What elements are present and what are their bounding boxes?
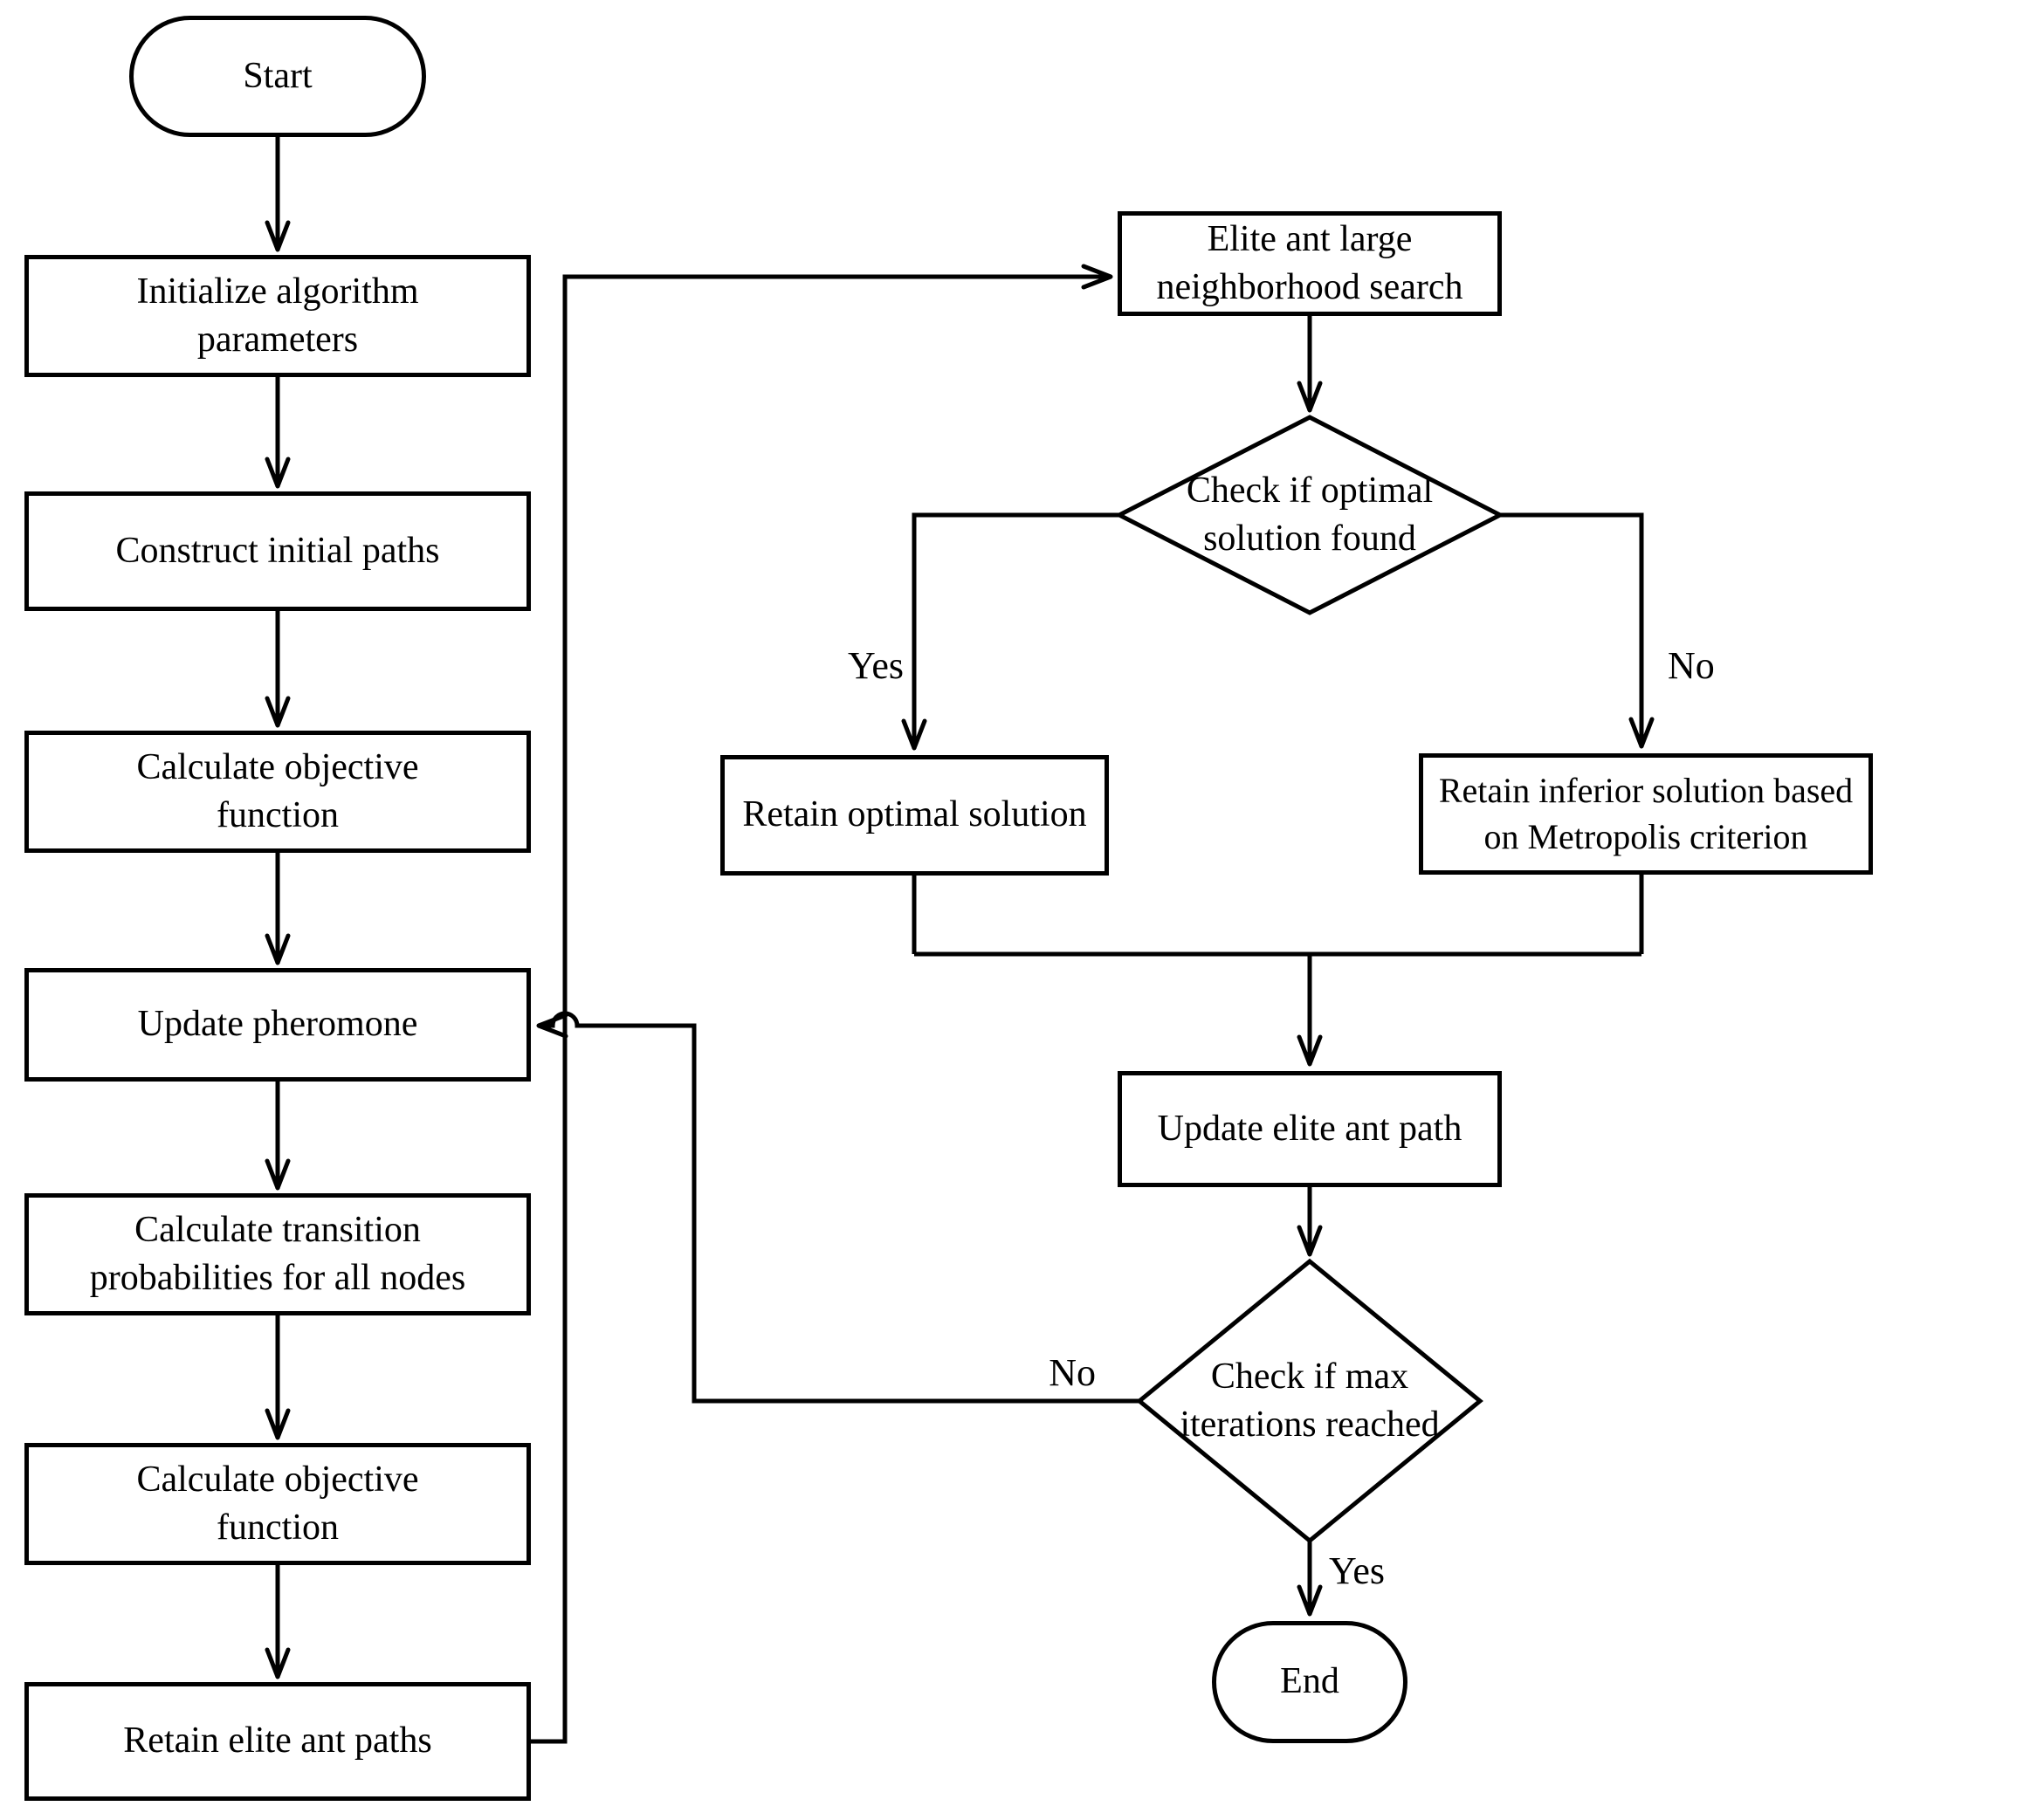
edge-label-optimal-yes: Yes (847, 643, 904, 687)
calculate-transition-probabilities-box: Calculate transition probabilities for a… (24, 1193, 531, 1315)
edge-label-max-iter-yes: Yes (1329, 1549, 1386, 1592)
construct-initial-paths-box: Construct initial paths (24, 491, 531, 611)
end-terminator: End (1212, 1621, 1407, 1743)
update-elite-ant-path-box: Update elite ant path (1118, 1071, 1502, 1187)
retain-elite-ant-paths-box: Retain elite ant paths (24, 1682, 531, 1801)
check-optimal-diamond-label: Check if optimal solution found (1186, 470, 1434, 559)
edge-retainelite-elitesearch (531, 264, 1113, 1744)
check-max-iterations-diamond-label: Check if max iterations reached (1180, 1356, 1440, 1445)
elite-ant-search-box: Elite ant large neighborhood search (1118, 211, 1502, 316)
retain-inferior-solution-box: Retain inferior solution based on Metrop… (1419, 753, 1873, 875)
edge-checkoptimal-no (1500, 512, 1655, 749)
check-max-iterations-diamond-shape (1136, 1258, 1483, 1544)
calculate-objective-function-box-2: Calculate objective function (24, 1443, 531, 1565)
edge-label-optimal-no: No (1668, 643, 1715, 687)
calculate-objective-function-box-1: Calculate objective function (24, 731, 531, 853)
edge-checkoptimal-yes (901, 512, 1119, 751)
edge-checkmax-no-loop (536, 1011, 1139, 1404)
check-optimal-diamond-shape (1114, 415, 1505, 615)
update-pheromone-box: Update pheromone (24, 968, 531, 1082)
retain-optimal-solution-box: Retain optimal solution (720, 755, 1109, 876)
initialize-parameters-box: Initialize algorithm parameters (24, 255, 531, 377)
start-terminator: Start (129, 16, 426, 137)
edge-label-max-iter-no: No (1049, 1350, 1096, 1394)
